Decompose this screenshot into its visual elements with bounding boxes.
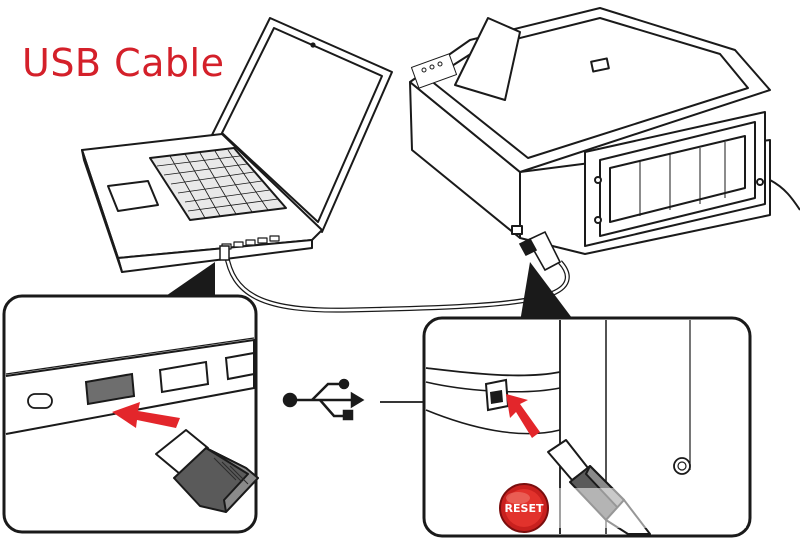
laptop-usb-port-icon: [84, 372, 136, 406]
reset-label: RESET: [505, 502, 544, 515]
round-port-icon: [27, 393, 53, 409]
usb-cable-line: [223, 251, 570, 313]
laptop-port-inset: [2, 294, 259, 534]
diagram-title: USB Cable: [22, 41, 225, 85]
reset-button-icon: RESET: [499, 483, 549, 533]
printer-icon: [409, 7, 800, 255]
laptop-side-plug-icon: [219, 245, 230, 261]
printer-side-plug-icon: [518, 230, 562, 272]
usb-symbol-icon: [282, 378, 365, 421]
laptop-callout-wedge: [160, 262, 215, 300]
printer-port-inset: [422, 316, 752, 538]
usb-a-plug-icon: [155, 429, 259, 513]
laptop-insert-arrow-icon: [112, 402, 180, 428]
printer-callout-wedge: [520, 262, 575, 322]
laptop-icon: [81, 17, 393, 273]
printer-insert-arrow-icon: [506, 394, 540, 438]
